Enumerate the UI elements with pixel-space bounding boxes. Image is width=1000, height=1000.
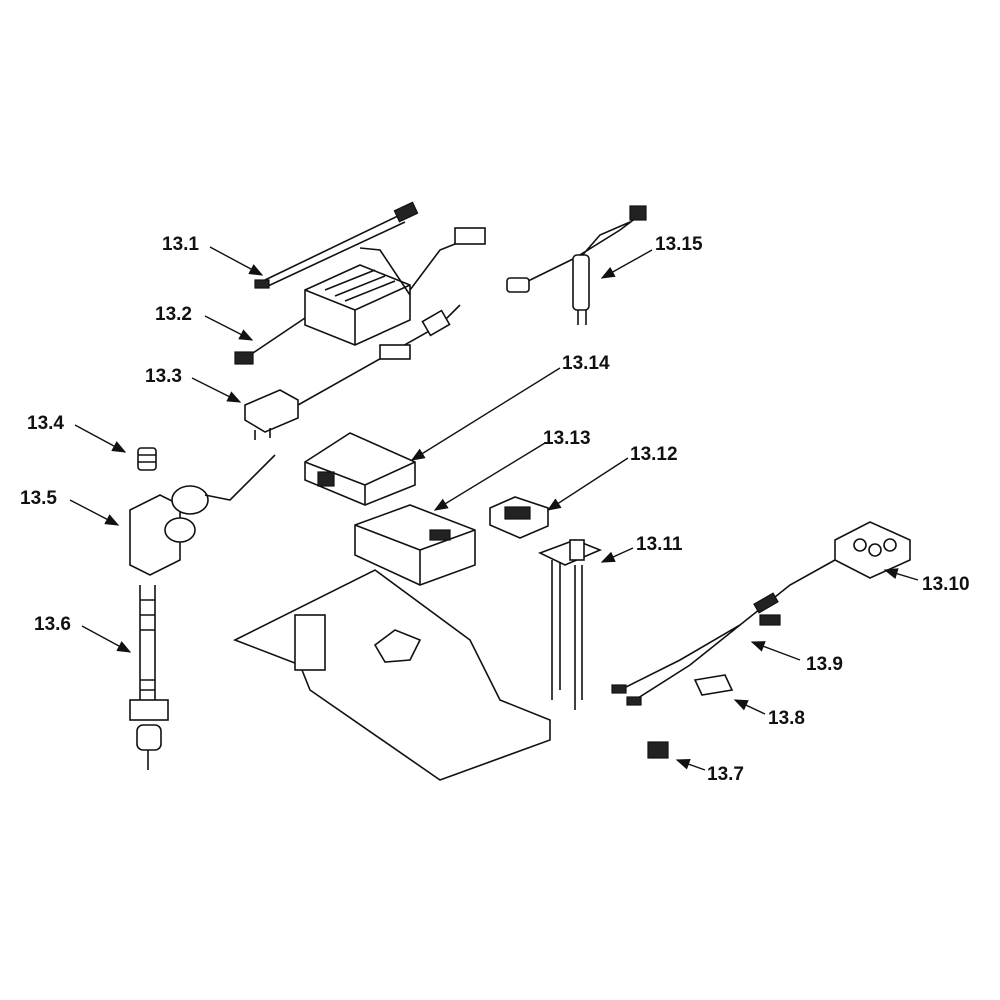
label-13-15: 13.15 [655, 234, 703, 255]
part-13-13-ignition-module [354, 504, 476, 586]
label-13-6: 13.6 [34, 614, 71, 635]
arrow-13-10 [883, 568, 919, 581]
label-13-13: 13.13 [543, 428, 591, 449]
label-13-1: 13.1 [162, 234, 199, 255]
part-13-6-flex-gas-line [129, 585, 169, 770]
arrow-13-2 [204, 315, 254, 341]
part-13-8-connector [693, 674, 734, 696]
leader-arrows [69, 246, 919, 771]
label-13-9: 13.9 [806, 654, 843, 675]
arrow-13-6 [81, 625, 132, 653]
label-13-4: 13.4 [27, 413, 64, 434]
label-13-7: 13.7 [707, 764, 744, 785]
arrow-13-1 [209, 246, 264, 276]
label-13-12: 13.12 [630, 444, 678, 465]
arrow-13-5 [69, 499, 120, 526]
part-13-1-wire-harness [254, 201, 419, 289]
label-13-10: 13.10 [922, 574, 970, 595]
arrow-13-15 [600, 249, 653, 279]
label-13-11: 13.11 [636, 534, 683, 555]
mounting-bracket-plate [233, 569, 551, 781]
label-13-14: 13.14 [562, 353, 610, 374]
arrow-13-13 [433, 442, 546, 511]
arrow-13-7 [675, 758, 706, 771]
part-13-11-pilot-assembly [537, 539, 603, 710]
arrow-13-3 [191, 377, 242, 403]
part-13-15-thermocouple-harness [506, 205, 647, 325]
arrow-13-9 [750, 641, 801, 661]
arrow-13-4 [74, 424, 127, 453]
part-13-9-wire-harness [611, 559, 836, 706]
arrow-13-12 [546, 457, 629, 511]
part-13-7-switch [647, 741, 669, 759]
label-13-5: 13.5 [20, 488, 57, 509]
arrow-13-14 [410, 367, 561, 461]
part-13-12-battery-pack [489, 496, 549, 539]
part-13-5-gas-valve [129, 454, 276, 576]
part-13-14-receiver-box [304, 432, 416, 506]
part-13-2-control-module [234, 227, 486, 365]
part-13-3-power-adapter [244, 304, 461, 440]
arrow-13-11 [600, 547, 634, 563]
label-13-8: 13.8 [768, 708, 805, 729]
label-13-3: 13.3 [145, 366, 182, 387]
part-13-10-battery-holder [834, 521, 911, 579]
arrow-13-8 [733, 699, 766, 715]
label-13-2: 13.2 [155, 304, 192, 325]
part-13-4-fitting [137, 447, 157, 471]
